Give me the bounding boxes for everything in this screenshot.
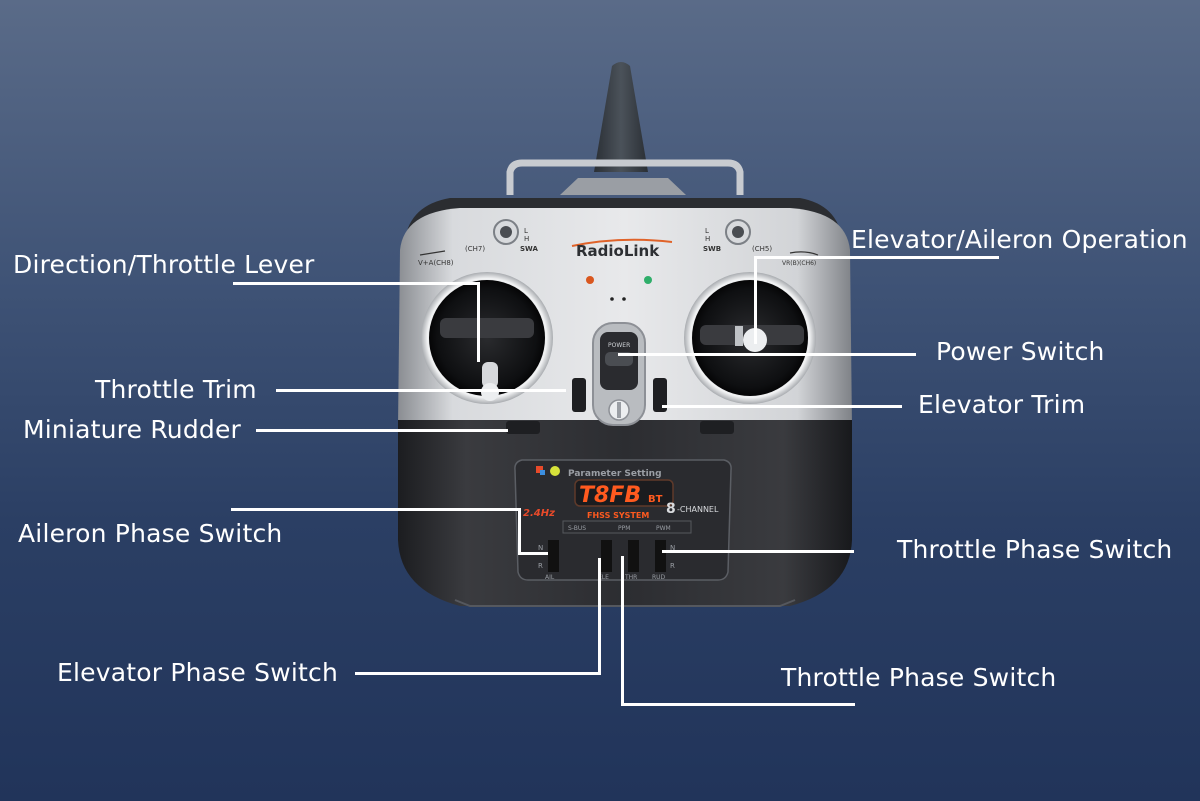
- svg-text:N: N: [538, 544, 543, 552]
- leader-throttle-phase-bottom: [621, 703, 855, 706]
- svg-text:L: L: [705, 227, 709, 235]
- leader-elevator-aileron-operation: [754, 256, 999, 259]
- leader-throttle-trim: [276, 389, 566, 392]
- leader-elevator-trim: [662, 405, 902, 408]
- leader-aileron-phase-drop: [518, 508, 521, 554]
- callout-throttle-trim: Throttle Trim: [95, 375, 257, 404]
- callout-power-switch: Power Switch: [936, 337, 1105, 366]
- leader-miniature-rudder: [256, 429, 508, 432]
- svg-text:AIL: AIL: [545, 574, 555, 581]
- svg-text:THR: THR: [624, 574, 637, 581]
- callout-elevator-phase-switch: Elevator Phase Switch: [57, 658, 339, 687]
- svg-text:FHSS SYSTEM: FHSS SYSTEM: [587, 511, 649, 520]
- svg-text:ELE: ELE: [598, 574, 609, 581]
- callout-aileron-phase-switch: Aileron Phase Switch: [18, 519, 283, 548]
- svg-text:V+A(CH8): V+A(CH8): [418, 259, 454, 267]
- svg-text:PWM: PWM: [656, 525, 671, 532]
- callout-direction-throttle-lever: Direction/Throttle Lever: [13, 250, 315, 279]
- svg-text:2.4Hz: 2.4Hz: [523, 508, 555, 519]
- svg-text:VR(B)(CH6): VR(B)(CH6): [782, 260, 816, 267]
- svg-text:SWA: SWA: [520, 245, 538, 253]
- callout-miniature-rudder: Miniature Rudder: [23, 415, 242, 444]
- svg-text:T8FB: T8FB: [579, 483, 641, 508]
- leader-elevator-phase-rise: [598, 558, 601, 675]
- svg-text:R: R: [670, 562, 675, 570]
- leader-direction-throttle-lever: [233, 282, 479, 285]
- svg-text:S-BUS: S-BUS: [568, 525, 586, 532]
- svg-text:(CH7): (CH7): [465, 245, 485, 253]
- svg-text:-CHANNEL: -CHANNEL: [677, 505, 719, 514]
- svg-text:PPM: PPM: [618, 525, 630, 532]
- svg-text:R: R: [538, 562, 543, 570]
- svg-text:RUD: RUD: [652, 574, 666, 581]
- svg-text:Parameter Setting: Parameter Setting: [568, 469, 662, 479]
- svg-text:N: N: [670, 544, 675, 552]
- leader-direction-throttle-lever-drop: [477, 282, 480, 362]
- leader-elevator-phase: [355, 672, 601, 675]
- callout-elevator-aileron-operation: Elevator/Aileron Operation: [851, 225, 1188, 254]
- leader-aileron-phase: [231, 508, 520, 511]
- svg-text:BT: BT: [648, 494, 663, 505]
- leader-throttle-phase-bottom-drop: [621, 556, 624, 706]
- callout-throttle-phase-switch-right: Throttle Phase Switch: [897, 535, 1173, 564]
- svg-text:(CH5): (CH5): [752, 245, 772, 253]
- svg-text:H: H: [524, 235, 529, 243]
- leader-elevator-aileron-operation-drop: [754, 256, 757, 344]
- svg-text:H: H: [705, 235, 710, 243]
- callout-elevator-trim: Elevator Trim: [918, 390, 1086, 419]
- svg-text:L: L: [524, 227, 528, 235]
- leader-power-switch: [618, 353, 916, 356]
- antenna: [594, 62, 648, 172]
- svg-text:RadioLink: RadioLink: [576, 242, 660, 260]
- svg-text:POWER: POWER: [608, 342, 630, 349]
- leader-throttle-phase-right: [662, 550, 854, 553]
- callout-throttle-phase-switch-bottom: Throttle Phase Switch: [781, 663, 1057, 692]
- leader-aileron-phase-end: [518, 552, 548, 555]
- svg-text:SWB: SWB: [703, 245, 721, 253]
- svg-text:8: 8: [666, 501, 676, 517]
